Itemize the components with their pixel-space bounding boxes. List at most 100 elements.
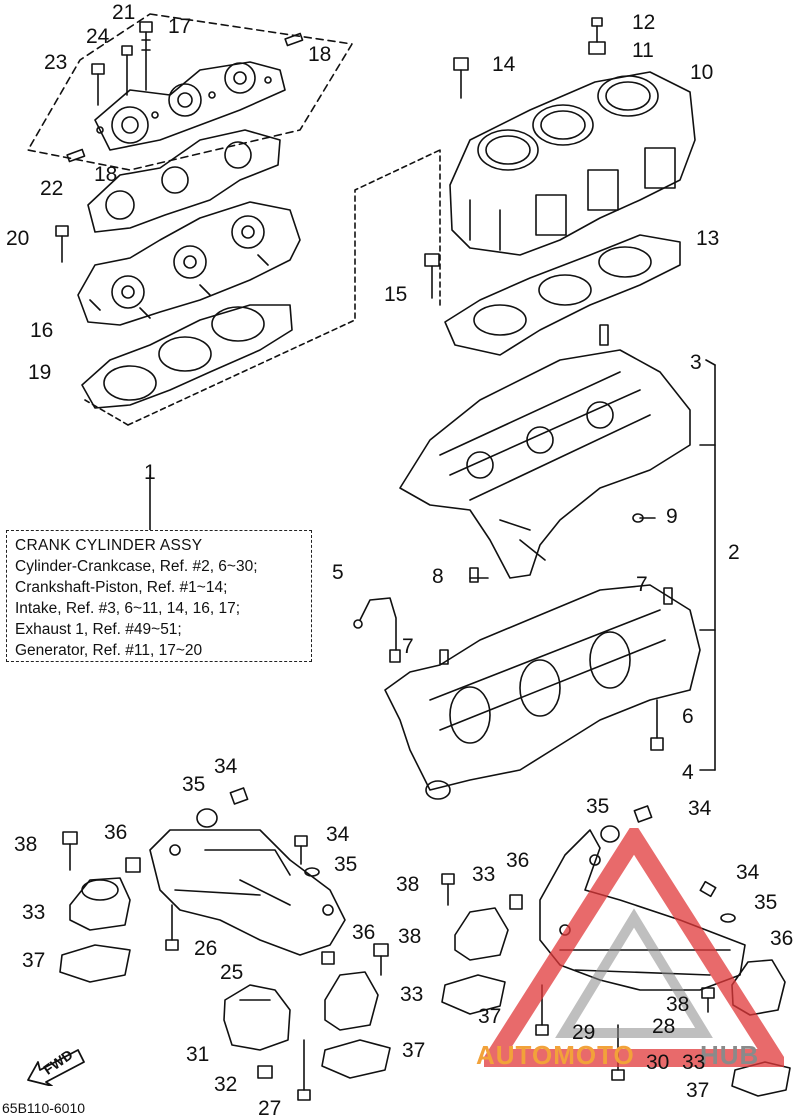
callout-5: 5 xyxy=(332,561,344,584)
callout-12: 12 xyxy=(632,11,656,34)
callout-38-d: 38 xyxy=(666,993,690,1016)
dowel-pin xyxy=(284,32,304,47)
engine-mount-33 xyxy=(69,877,131,931)
callout-30: 30 xyxy=(646,1051,670,1074)
callout-33-c: 33 xyxy=(400,983,424,1006)
bolt-34 xyxy=(229,787,249,805)
engine-bed-25 xyxy=(149,829,346,956)
base-gasket-13 xyxy=(444,234,681,356)
figure-id: 65B110-6010 xyxy=(2,1100,86,1116)
callout-34-b: 34 xyxy=(688,797,712,820)
callout-34-c: 34 xyxy=(326,823,350,846)
callout-33-d: 33 xyxy=(682,1051,706,1074)
bolt-27 xyxy=(297,1039,311,1101)
plate-37 xyxy=(321,1039,391,1079)
bolt-15 xyxy=(424,253,440,299)
info-line: Crankshaft-Piston, Ref. #1~14; xyxy=(15,579,228,596)
dowel-pin xyxy=(66,148,86,163)
info-line: Exhaust 1, Ref. #49~51; xyxy=(15,621,182,638)
bolt-34 xyxy=(699,880,717,898)
callout-15: 15 xyxy=(384,283,408,306)
sensor-5 xyxy=(353,597,401,663)
head-cover xyxy=(94,61,286,151)
bolt-38 xyxy=(62,831,78,871)
callout-25: 25 xyxy=(220,961,244,984)
plate-37 xyxy=(59,944,131,983)
clamp-11 xyxy=(588,41,606,55)
callout-13: 13 xyxy=(696,227,720,250)
watermark-logo xyxy=(484,828,784,1067)
callout-7-left: 7 xyxy=(402,635,414,658)
crankcase-lower-2 xyxy=(384,584,701,800)
callout-33-b: 33 xyxy=(22,901,46,924)
bolt-24 xyxy=(121,45,133,96)
head-gasket-19 xyxy=(81,304,293,409)
callout-27: 27 xyxy=(258,1097,282,1120)
callout-28: 28 xyxy=(652,1015,676,1038)
cover-group-boundary xyxy=(27,13,353,171)
callout-7-right: 7 xyxy=(636,573,648,596)
callout-18-bottom: 18 xyxy=(94,163,118,186)
callout-29: 29 xyxy=(572,1021,596,1044)
bolt-14 xyxy=(453,57,469,99)
callout-11: 11 xyxy=(632,39,654,62)
callout-8: 8 xyxy=(432,565,444,588)
callout-36-a: 36 xyxy=(104,821,128,844)
watermark-text-a: AUTOMOTO xyxy=(476,1040,635,1070)
screw-12 xyxy=(591,17,603,43)
washer-36 xyxy=(509,894,523,910)
callout-37-b: 37 xyxy=(478,1005,502,1028)
callout-35-c: 35 xyxy=(334,853,358,876)
callout-3: 3 xyxy=(690,351,702,374)
callout-18-top: 18 xyxy=(308,43,332,66)
callout-38-a: 38 xyxy=(14,833,38,856)
callout-9: 9 xyxy=(666,505,678,528)
bolt-21 xyxy=(139,21,153,91)
watermark-text-b: HUB xyxy=(700,1040,760,1070)
collar-35 xyxy=(196,808,218,828)
info-line: Cylinder-Crankcase, Ref. #2, 6~30; xyxy=(15,558,258,575)
callout-38-b: 38 xyxy=(396,873,420,896)
callout-32: 32 xyxy=(214,1073,238,1096)
callout-17: 17 xyxy=(168,15,192,38)
bolt-6 xyxy=(650,699,664,751)
callout-2: 2 xyxy=(728,541,740,564)
washer-36 xyxy=(321,951,335,965)
callout-37-a: 37 xyxy=(22,949,46,972)
callout-33-a: 33 xyxy=(472,863,496,886)
cylinder-head-16 xyxy=(77,201,301,326)
callout-23: 23 xyxy=(44,51,68,74)
washer-35 xyxy=(720,913,736,923)
bolt-20 xyxy=(55,225,69,263)
callout-16: 16 xyxy=(30,319,54,342)
collar-35 xyxy=(600,825,620,843)
callout-38-c: 38 xyxy=(398,925,422,948)
callout-6: 6 xyxy=(682,705,694,728)
bolt-38 xyxy=(373,943,389,976)
cylinder-block-10 xyxy=(449,71,696,256)
crankcase-upper-3 xyxy=(399,324,691,579)
callout-36-c: 36 xyxy=(352,921,376,944)
engine-mount-33 xyxy=(324,971,379,1031)
callout-1: 1 xyxy=(144,461,156,484)
info-line: Intake, Ref. #3, 6~11, 14, 16, 17; xyxy=(15,600,241,617)
callout-26: 26 xyxy=(194,937,218,960)
callout-35-a: 35 xyxy=(182,773,206,796)
engine-mount-33 xyxy=(454,907,509,961)
callout-4: 4 xyxy=(682,761,694,784)
info-title: CRANK CYLINDER ASSY xyxy=(15,537,203,554)
callout-10: 10 xyxy=(690,61,714,84)
callout-34-a: 34 xyxy=(214,755,238,778)
callout-22: 22 xyxy=(40,177,64,200)
callout-14: 14 xyxy=(492,53,516,76)
fwd-arrow-icon xyxy=(27,1049,85,1086)
callout-24: 24 xyxy=(86,25,110,48)
bolt-38 xyxy=(701,987,715,1013)
callout-37-d: 37 xyxy=(686,1079,710,1102)
callout-34-d: 34 xyxy=(736,861,760,884)
bolt-34 xyxy=(633,805,653,823)
callout-35-d: 35 xyxy=(754,891,778,914)
gasket-22 xyxy=(87,129,281,233)
callout-21: 21 xyxy=(112,1,136,24)
